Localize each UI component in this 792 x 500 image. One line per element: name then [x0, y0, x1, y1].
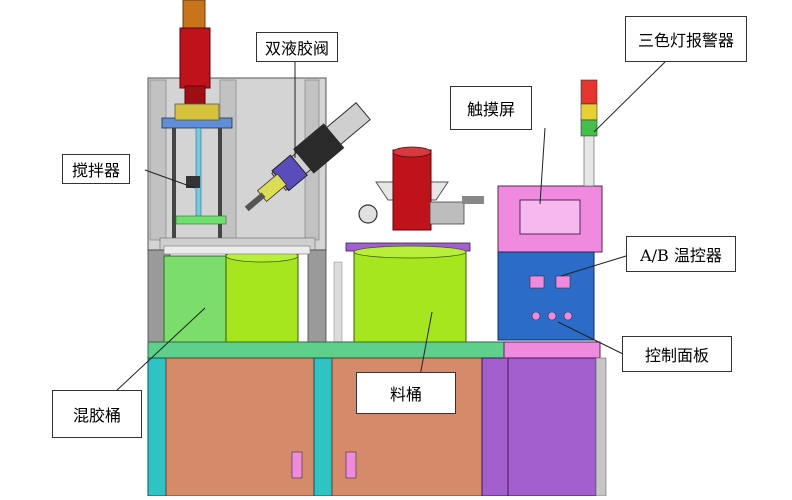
callout-control-panel: 控制面板	[622, 336, 732, 372]
material-barrel-unit	[333, 146, 484, 344]
callout-stirrer: 搅拌器	[62, 154, 130, 184]
callout-double-liquid-valve: 双液胶阀	[256, 32, 338, 62]
callout-material-barrel: 料桶	[356, 372, 456, 414]
leader-lines	[114, 60, 667, 393]
base-cabinet	[147, 341, 607, 497]
control-cabinet	[497, 79, 603, 341]
callout-three-color-alarm-light: 三色灯报警器	[625, 16, 747, 62]
callout-touch-screen: 触摸屏	[450, 86, 532, 130]
callout-mixing-barrel: 混胶桶	[52, 390, 142, 438]
callout-ab-temperature-controller: A/B 温控器	[626, 236, 736, 272]
double-liquid-valve-body	[244, 102, 371, 212]
mixing-barrel-unit	[147, 245, 327, 346]
